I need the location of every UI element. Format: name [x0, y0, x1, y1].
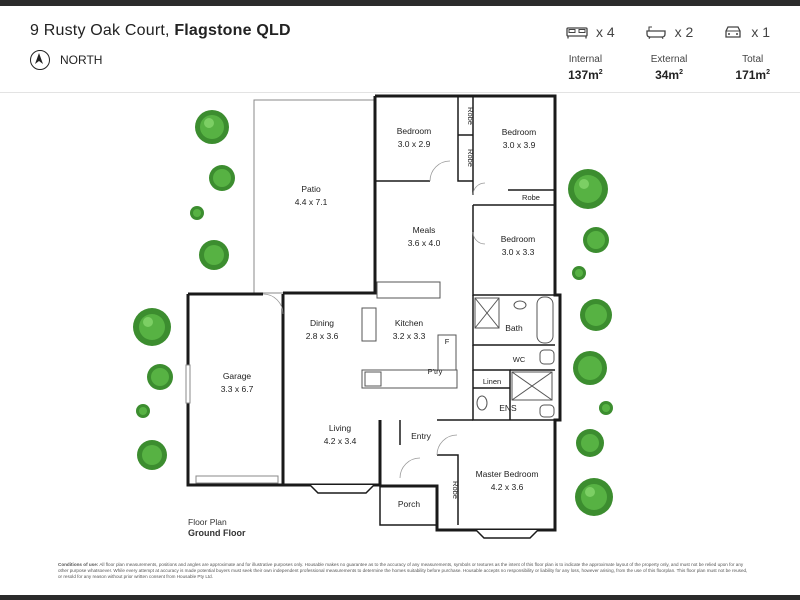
area-internal-label: Internal: [568, 54, 603, 65]
entry-name: Entry: [411, 431, 432, 441]
robe-4-label: Robe: [451, 481, 460, 499]
tree-icon: [136, 404, 150, 418]
header-divider: [0, 92, 800, 93]
bed-count-value: x 4: [595, 24, 615, 40]
bedroom-tr-name: Bedroom: [502, 127, 537, 137]
page-title: 9 Rusty Oak Court, Flagstone QLD: [30, 22, 291, 40]
tree-icon: [209, 165, 235, 191]
garage-window: [185, 364, 191, 404]
bedroom-r-dim: 3.0 x 3.3: [502, 247, 535, 257]
meals-name: Meals: [413, 225, 436, 235]
conditions-label: Conditions of use:: [58, 562, 99, 567]
ens-name: ENS: [499, 403, 517, 413]
feature-counts: x 4 x 2 x 1: [566, 24, 770, 40]
area-summary: Internal 137m2 External 34m2 Total 171m2: [568, 54, 770, 82]
master-bay-window: [475, 529, 539, 539]
tree-icon: [599, 401, 613, 415]
bed-count: x 4: [566, 24, 615, 40]
bedroom-r-name: Bedroom: [501, 234, 536, 244]
bath-fixtures: [474, 296, 555, 418]
living-dim: 4.2 x 3.4: [324, 436, 357, 446]
bed-icon: [566, 27, 588, 39]
area-external: External 34m2: [651, 54, 688, 82]
tree-icon: [583, 227, 609, 253]
caption-line-2: Ground Floor: [188, 528, 246, 538]
patio-dim: 4.4 x 7.1: [295, 197, 328, 207]
garage-dim: 3.3 x 6.7: [221, 384, 254, 394]
bedroom-tl-dim: 3.0 x 2.9: [398, 139, 431, 149]
area-external-value: 34m2: [655, 68, 684, 82]
bedroom-tl-name: Bedroom: [397, 126, 432, 136]
conditions-text: All floor plan measurements, positions a…: [58, 562, 748, 579]
living-name: Living: [329, 423, 351, 433]
kitchen-dim: 3.2 x 3.3: [393, 331, 426, 341]
master-dim: 4.2 x 3.6: [491, 482, 524, 492]
tree-icon: [133, 308, 171, 346]
area-internal: Internal 137m2: [568, 54, 603, 82]
car-count: x 1: [723, 24, 770, 40]
area-internal-value: 137m2: [568, 68, 603, 82]
bath-icon: [645, 26, 666, 39]
tree-icon: [568, 169, 608, 209]
bath-count-value: x 2: [674, 24, 694, 40]
garage-door: [195, 475, 279, 484]
robe-3-label: Robe: [522, 193, 540, 202]
bedroom-tr-dim: 3.0 x 3.9: [503, 140, 536, 150]
tree-icon: [190, 206, 204, 220]
kitchen-benches: [361, 281, 458, 389]
linen-name: Linen: [483, 377, 501, 386]
bath-count: x 2: [645, 24, 694, 40]
fridge-label: F: [445, 337, 450, 346]
kitchen-name: Kitchen: [395, 318, 424, 328]
conditions-of-use: Conditions of use: All floor plan measur…: [58, 562, 748, 580]
robe-1-label: Robe: [466, 107, 475, 125]
wc-name: WC: [513, 355, 526, 364]
tree-icon: [576, 429, 604, 457]
area-total: Total 171m2: [735, 54, 770, 82]
area-total-label: Total: [742, 54, 764, 65]
porch-name: Porch: [398, 499, 420, 509]
interior-walls: [375, 95, 556, 526]
robe-2-label: Robe: [466, 149, 475, 167]
address: 9 Rusty Oak Court,: [30, 22, 170, 39]
tree-icon: [147, 364, 173, 390]
north-label: NORTH: [60, 53, 103, 67]
floor-plan-caption: Floor Plan Ground Floor: [188, 517, 246, 539]
car-count-value: x 1: [751, 24, 770, 40]
top-bar: [0, 0, 800, 6]
garage-name: Garage: [223, 371, 252, 381]
suburb: Flagstone QLD: [174, 22, 291, 39]
patio-name: Patio: [301, 184, 321, 194]
tree-icon: [199, 240, 229, 270]
tree-icon: [580, 299, 612, 331]
meals-dim: 3.6 x 4.0: [408, 238, 441, 248]
area-external-label: External: [650, 54, 688, 65]
dining-dim: 2.8 x 3.6: [306, 331, 339, 341]
door-swings: [262, 160, 486, 479]
caption-line-1: Floor Plan: [188, 517, 227, 527]
tree-icon: [575, 478, 613, 516]
living-bay-window: [309, 484, 375, 494]
bottom-bar: [0, 595, 800, 600]
car-icon: [725, 26, 741, 38]
tree-icon: [137, 440, 167, 470]
north-arrow-icon: [30, 50, 50, 70]
dining-name: Dining: [310, 318, 334, 328]
tree-icon: [195, 110, 229, 144]
area-total-value: 171m2: [735, 68, 770, 82]
tree-icon: [573, 351, 607, 385]
tree-icon: [572, 266, 586, 280]
master-name: Master Bedroom: [476, 469, 539, 479]
pantry-name: P'try: [428, 367, 443, 376]
north-indicator: NORTH: [30, 50, 102, 70]
bath-name: Bath: [505, 323, 523, 333]
